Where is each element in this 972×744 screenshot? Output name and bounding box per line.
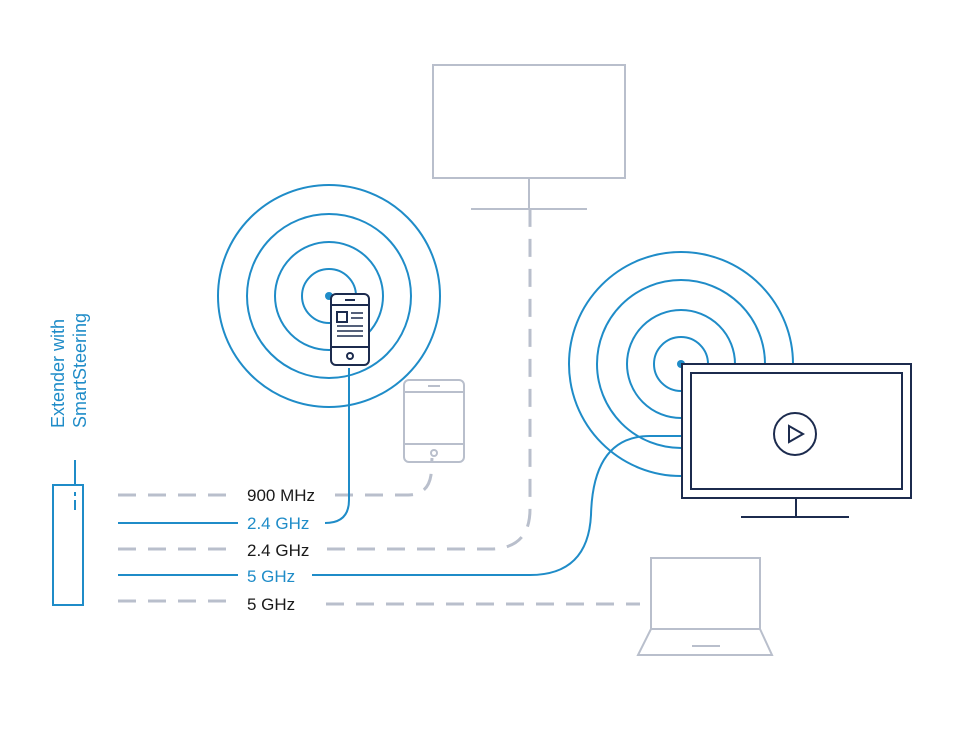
monitor-icon: [432, 64, 626, 210]
band-label-900mhz: 900 MHz: [247, 486, 315, 505]
play-icon: [773, 412, 817, 456]
band-24ghz-dashed-line: [118, 208, 532, 551]
tablet-icon: [403, 379, 465, 463]
extender-device: [52, 460, 84, 606]
band-900mhz-line: [118, 457, 434, 497]
extender-label: Extender with SmartSteering: [48, 313, 90, 428]
band-label-24ghz-solid: 2.4 GHz: [247, 514, 309, 533]
extender-label-line1: Extender with: [48, 319, 68, 428]
band-5ghz-dashed-line: [118, 599, 640, 606]
phone-icon: [330, 293, 370, 366]
band-label-5ghz-dashed: 5 GHz: [247, 595, 295, 614]
extender-label-line2: SmartSteering: [70, 313, 90, 428]
laptop-icon: [636, 557, 774, 656]
band-label-24ghz-dashed: 2.4 GHz: [247, 541, 309, 560]
band-5ghz-solid-line: [118, 435, 683, 576]
band-24ghz-solid-line: [118, 368, 350, 524]
tv-icon: [681, 363, 912, 518]
band-label-5ghz-solid: 5 GHz: [247, 567, 295, 586]
